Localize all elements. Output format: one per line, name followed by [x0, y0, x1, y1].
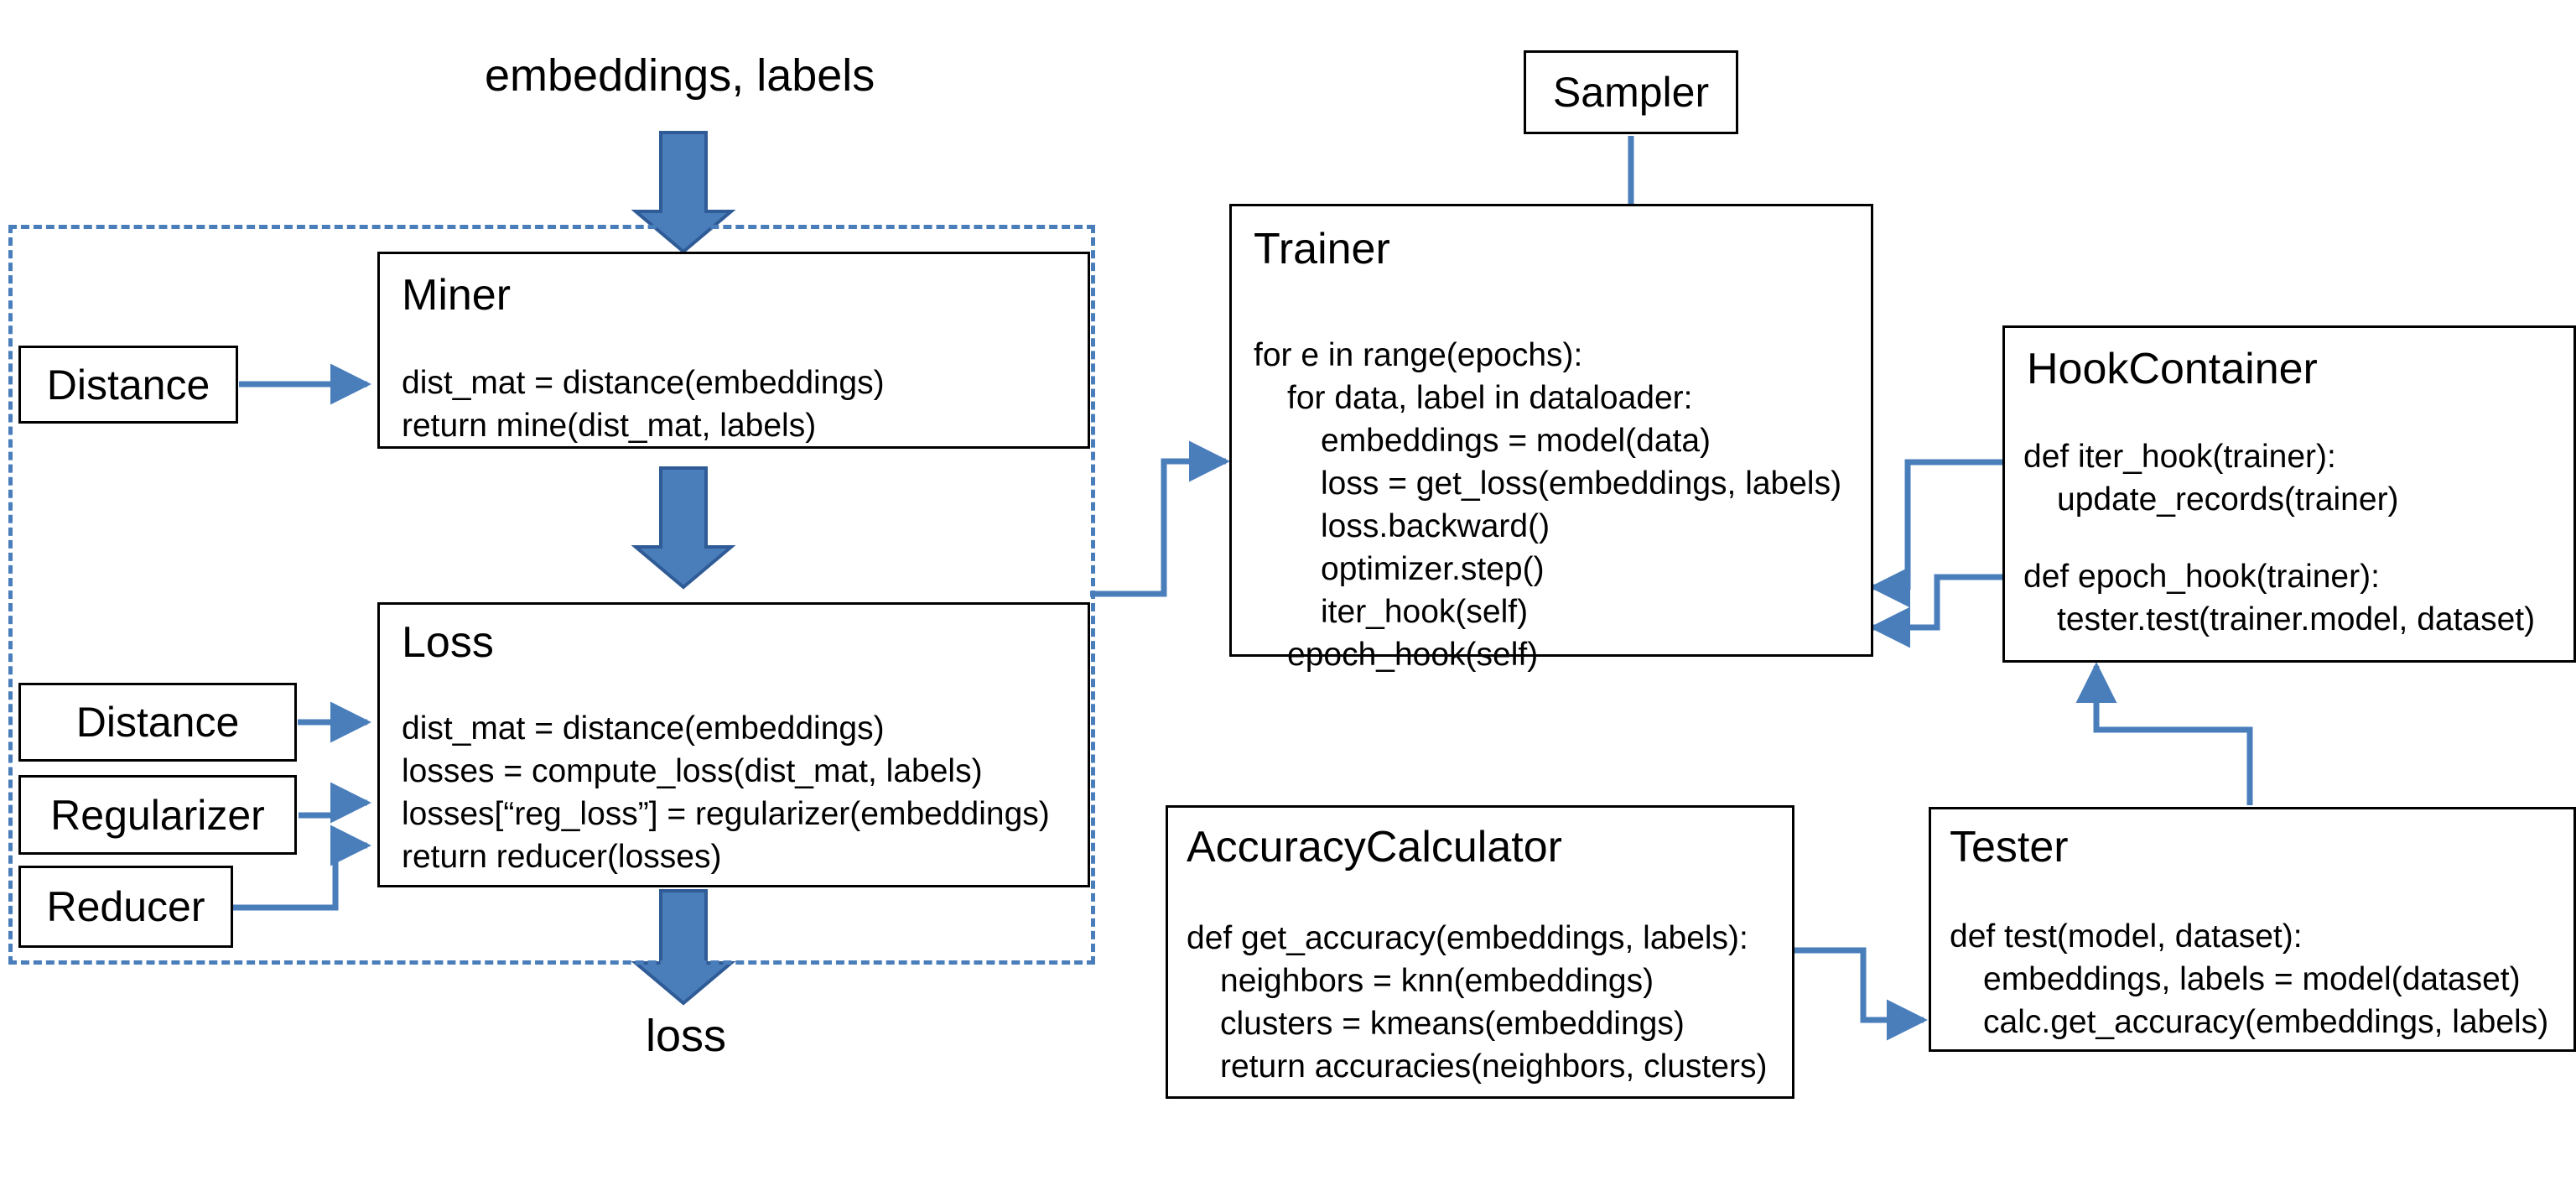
accuracy-calculator-code-line-3: return accuracies(neighbors, clusters) — [1220, 1048, 1768, 1085]
connector-iterhook-to-trainer — [1869, 459, 2004, 608]
accuracy-calculator-box[interactable]: AccuracyCalculator def get_accuracy(embe… — [1166, 805, 1794, 1099]
tester-code-line-0: def test(model, dataset): — [1950, 918, 2303, 955]
output-flow-label: loss — [646, 1011, 727, 1061]
hook-container-code-line-1: update_records(trainer) — [2057, 481, 2399, 518]
trainer-code-line-7: epoch_hook(self) — [1287, 637, 1539, 673]
tester-title: Tester — [1950, 823, 2069, 871]
component-label-distance-loss: Distance — [75, 699, 240, 746]
loss-code-line-3: return reducer(losses) — [402, 839, 722, 875]
accuracy-calculator-code-line-0: def get_accuracy(embeddings, labels): — [1187, 920, 1748, 956]
trainer-code-line-5: optimizer.step() — [1321, 551, 1545, 587]
component-label-distance-miner: Distance — [46, 361, 210, 408]
loss-code-line-0: dist_mat = distance(embeddings) — [402, 710, 885, 747]
trainer-code-line-2: embeddings = model(data) — [1321, 423, 1711, 459]
loss-box[interactable]: Loss dist_mat = distance(embeddings) los… — [377, 602, 1090, 887]
miner-title: Miner — [402, 271, 512, 320]
trainer-code-line-4: loss.backward() — [1321, 508, 1550, 544]
accuracy-calculator-code-line-1: neighbors = knn(embeddings) — [1220, 963, 1654, 999]
connector-tester-to-hookcontainer — [2075, 662, 2253, 805]
hook-container-box[interactable]: HookContainer def iter_hook(trainer): up… — [2002, 325, 2576, 663]
miner-code-line-0: dist_mat = distance(embeddings) — [402, 365, 885, 401]
component-box-distance-loss[interactable]: Distance — [18, 683, 297, 762]
sampler-title: Sampler — [1552, 69, 1710, 116]
trainer-code-line-3: loss = get_loss(embeddings, labels) — [1321, 466, 1842, 502]
component-label-reducer: Reducer — [46, 883, 205, 930]
loss-code-line-2: losses[“reg_loss”] = regularizer(embeddi… — [402, 796, 1050, 832]
miner-code-line-1: return mine(dist_mat, labels) — [402, 408, 817, 444]
loss-code-line-1: losses = compute_loss(dist_mat, labels) — [402, 753, 983, 789]
input-flow-label: embeddings, labels — [485, 50, 875, 101]
tester-code-line-2: calc.get_accuracy(embeddings, labels) — [1983, 1004, 2549, 1040]
hook-container-code-line-4: tester.test(trainer.model, dataset) — [2057, 601, 2536, 637]
hook-container-code-line-3: def epoch_hook(trainer): — [2023, 559, 2380, 595]
component-box-distance-miner[interactable]: Distance — [18, 346, 238, 424]
hook-container-title: HookContainer — [2027, 345, 2318, 393]
trainer-code-line-1: for data, label in dataloader: — [1287, 380, 1693, 416]
trainer-title: Trainer — [1254, 225, 1390, 273]
connector-accuracycalculator-to-tester — [1794, 947, 1928, 1041]
trainer-code-line-6: iter_hook(self) — [1321, 594, 1529, 630]
accuracy-calculator-code-line-2: clusters = kmeans(embeddings) — [1220, 1006, 1685, 1042]
trainer-box[interactable]: Trainer for e in range(epochs): for data… — [1229, 204, 1873, 673]
hook-container-code-line-0: def iter_hook(trainer): — [2023, 439, 2336, 475]
connector-epochhook-to-trainer — [1869, 574, 2004, 648]
tester-box[interactable]: Tester def test(model, dataset): embeddi… — [1929, 807, 2576, 1052]
sampler-box[interactable]: Sampler — [1524, 50, 1738, 134]
connector-loss-to-trainer — [1090, 440, 1230, 597]
loss-computation-group-boundary — [8, 225, 1095, 965]
component-label-regularizer: Regularizer — [50, 791, 265, 839]
loss-title: Loss — [402, 618, 494, 667]
tester-code-line-1: embeddings, labels = model(dataset) — [1983, 961, 2521, 997]
trainer-code-line-0: for e in range(epochs): — [1254, 337, 1583, 373]
accuracy-calculator-title: AccuracyCalculator — [1187, 823, 1562, 871]
miner-box[interactable]: Miner dist_mat = distance(embeddings) re… — [377, 252, 1090, 449]
component-box-reducer[interactable]: Reducer — [18, 866, 233, 948]
component-box-regularizer[interactable]: Regularizer — [18, 775, 297, 855]
